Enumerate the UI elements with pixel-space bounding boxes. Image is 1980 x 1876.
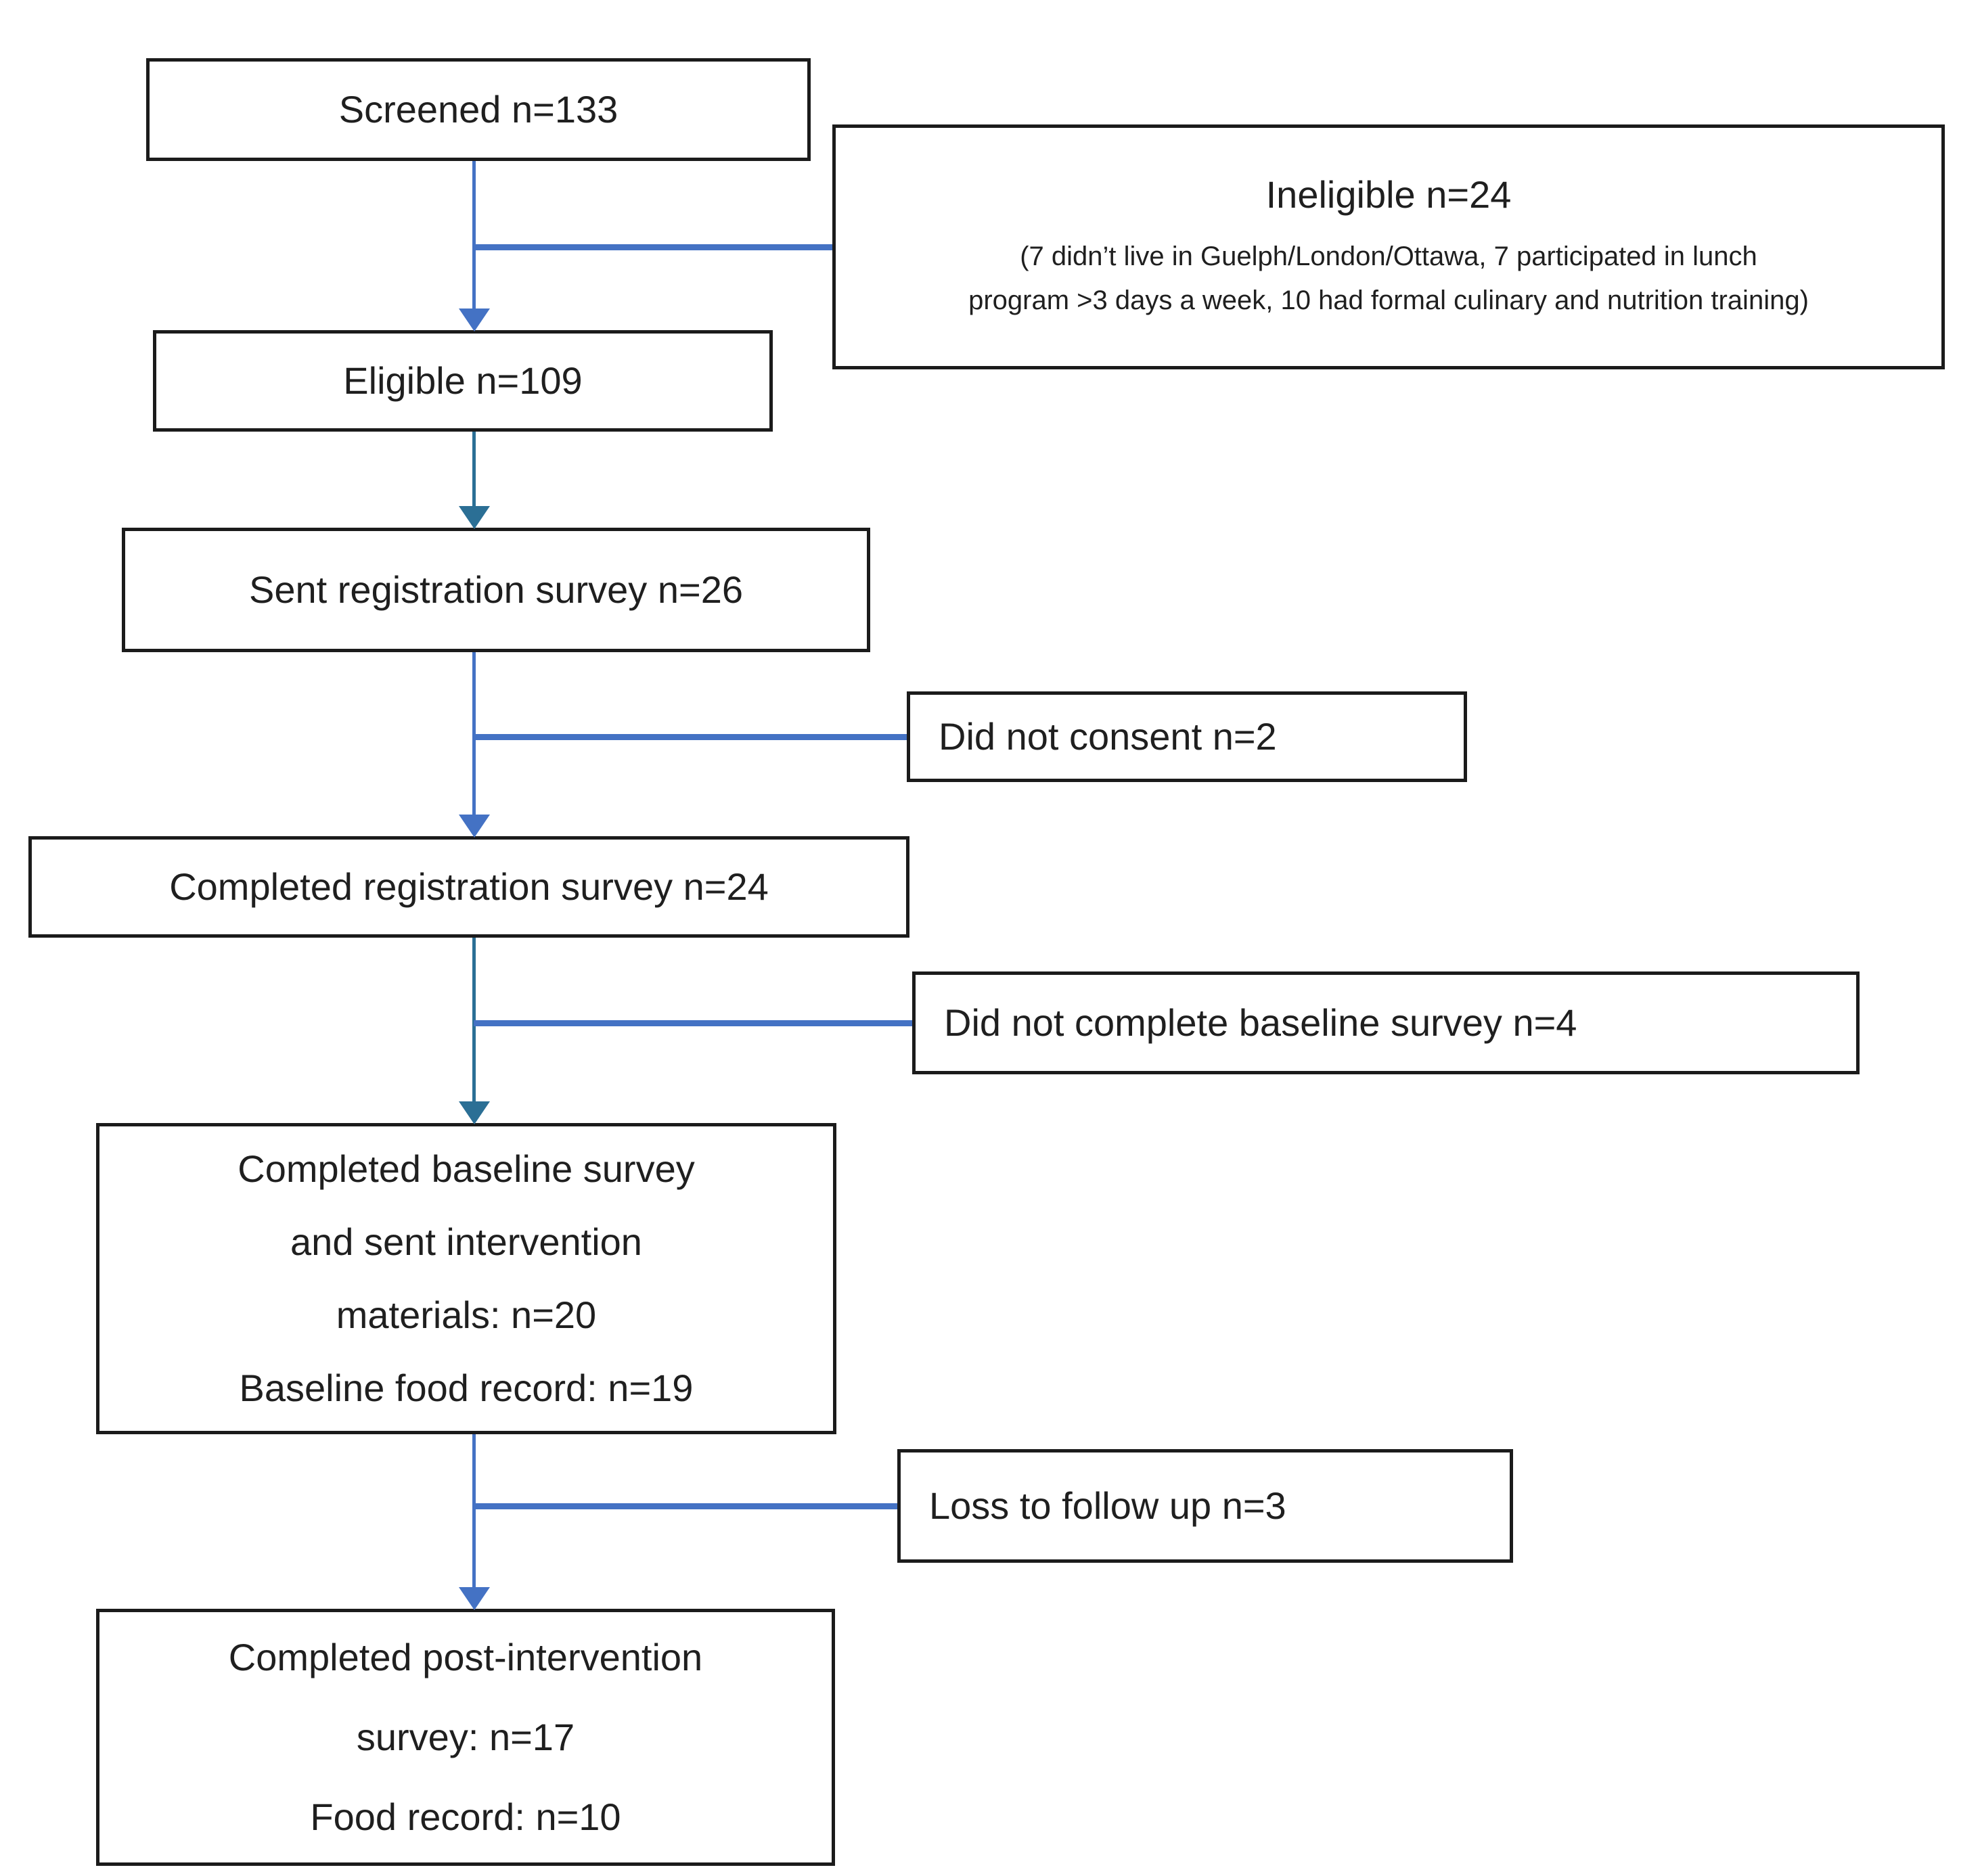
node-completed-baseline-survey-text: Completed baseline survey and sent inter… bbox=[238, 1133, 694, 1425]
node-completed-baseline-line-3: materials: n=20 bbox=[336, 1294, 597, 1336]
arrowhead-into-completed-baseline-icon bbox=[459, 1101, 490, 1124]
node-completed-post-intervention: Completed post-intervention survey: n=17… bbox=[96, 1609, 835, 1866]
connector-branch-to-ineligible bbox=[474, 244, 832, 250]
node-eligible: Eligible n=109 bbox=[153, 330, 773, 432]
node-did-not-consent-label: Did not consent n=2 bbox=[939, 715, 1277, 758]
node-completed-post-line-1: Completed post-intervention bbox=[228, 1636, 703, 1678]
node-screened: Screened n=133 bbox=[146, 58, 811, 161]
node-ineligible-title: Ineligible n=24 bbox=[1265, 173, 1512, 216]
arrowhead-into-completed-registration-icon bbox=[459, 815, 490, 838]
node-completed-registration-survey: Completed registration survey n=24 bbox=[28, 836, 909, 938]
node-ineligible-detail-line-1: (7 didn’t live in Guelph/London/Ottawa, … bbox=[1020, 241, 1757, 271]
arrowhead-into-completed-post-icon bbox=[459, 1587, 490, 1610]
node-sent-registration-survey-label: Sent registration survey n=26 bbox=[249, 568, 743, 611]
node-did-not-consent: Did not consent n=2 bbox=[907, 691, 1467, 782]
connector-eligible-to-sent-registration-line bbox=[472, 432, 476, 509]
connector-branch-to-did-not-complete-baseline bbox=[474, 1020, 912, 1026]
node-eligible-label: Eligible n=109 bbox=[343, 359, 583, 402]
node-did-not-complete-baseline-label: Did not complete baseline survey n=4 bbox=[944, 1001, 1577, 1044]
node-completed-baseline-line-4: Baseline food record: n=19 bbox=[239, 1367, 694, 1409]
node-loss-to-follow-up-label: Loss to follow up n=3 bbox=[929, 1484, 1286, 1527]
node-ineligible: Ineligible n=24 (7 didn’t live in Guelph… bbox=[832, 124, 1945, 369]
connector-branch-to-loss-follow-up bbox=[474, 1503, 897, 1509]
node-completed-post-line-3: Food record: n=10 bbox=[310, 1795, 621, 1838]
node-completed-baseline-line-1: Completed baseline survey bbox=[238, 1147, 695, 1190]
node-did-not-complete-baseline: Did not complete baseline survey n=4 bbox=[912, 971, 1860, 1074]
node-sent-registration-survey: Sent registration survey n=26 bbox=[122, 528, 870, 652]
arrowhead-into-eligible-icon bbox=[459, 308, 490, 331]
node-ineligible-detail: (7 didn’t live in Guelph/London/Ottawa, … bbox=[968, 235, 1809, 323]
connector-screened-to-eligible-line bbox=[472, 161, 476, 311]
node-completed-baseline-line-2: and sent intervention bbox=[290, 1220, 642, 1263]
node-screened-label: Screened n=133 bbox=[338, 88, 618, 131]
connector-branch-to-did-not-consent bbox=[474, 734, 907, 740]
node-completed-registration-survey-label: Completed registration survey n=24 bbox=[169, 865, 769, 908]
node-completed-post-line-2: survey: n=17 bbox=[356, 1716, 575, 1758]
connector-baseline-to-post-intervention-line bbox=[472, 1434, 476, 1590]
node-loss-to-follow-up: Loss to follow up n=3 bbox=[897, 1449, 1513, 1563]
arrowhead-into-sent-registration-icon bbox=[459, 506, 490, 529]
node-completed-baseline-survey: Completed baseline survey and sent inter… bbox=[96, 1123, 836, 1434]
node-ineligible-text: Ineligible n=24 (7 didn’t live in Guelph… bbox=[836, 172, 1941, 323]
node-completed-post-intervention-text: Completed post-intervention survey: n=17… bbox=[229, 1618, 702, 1857]
node-ineligible-detail-line-2: program >3 days a week, 10 had formal cu… bbox=[968, 285, 1809, 315]
